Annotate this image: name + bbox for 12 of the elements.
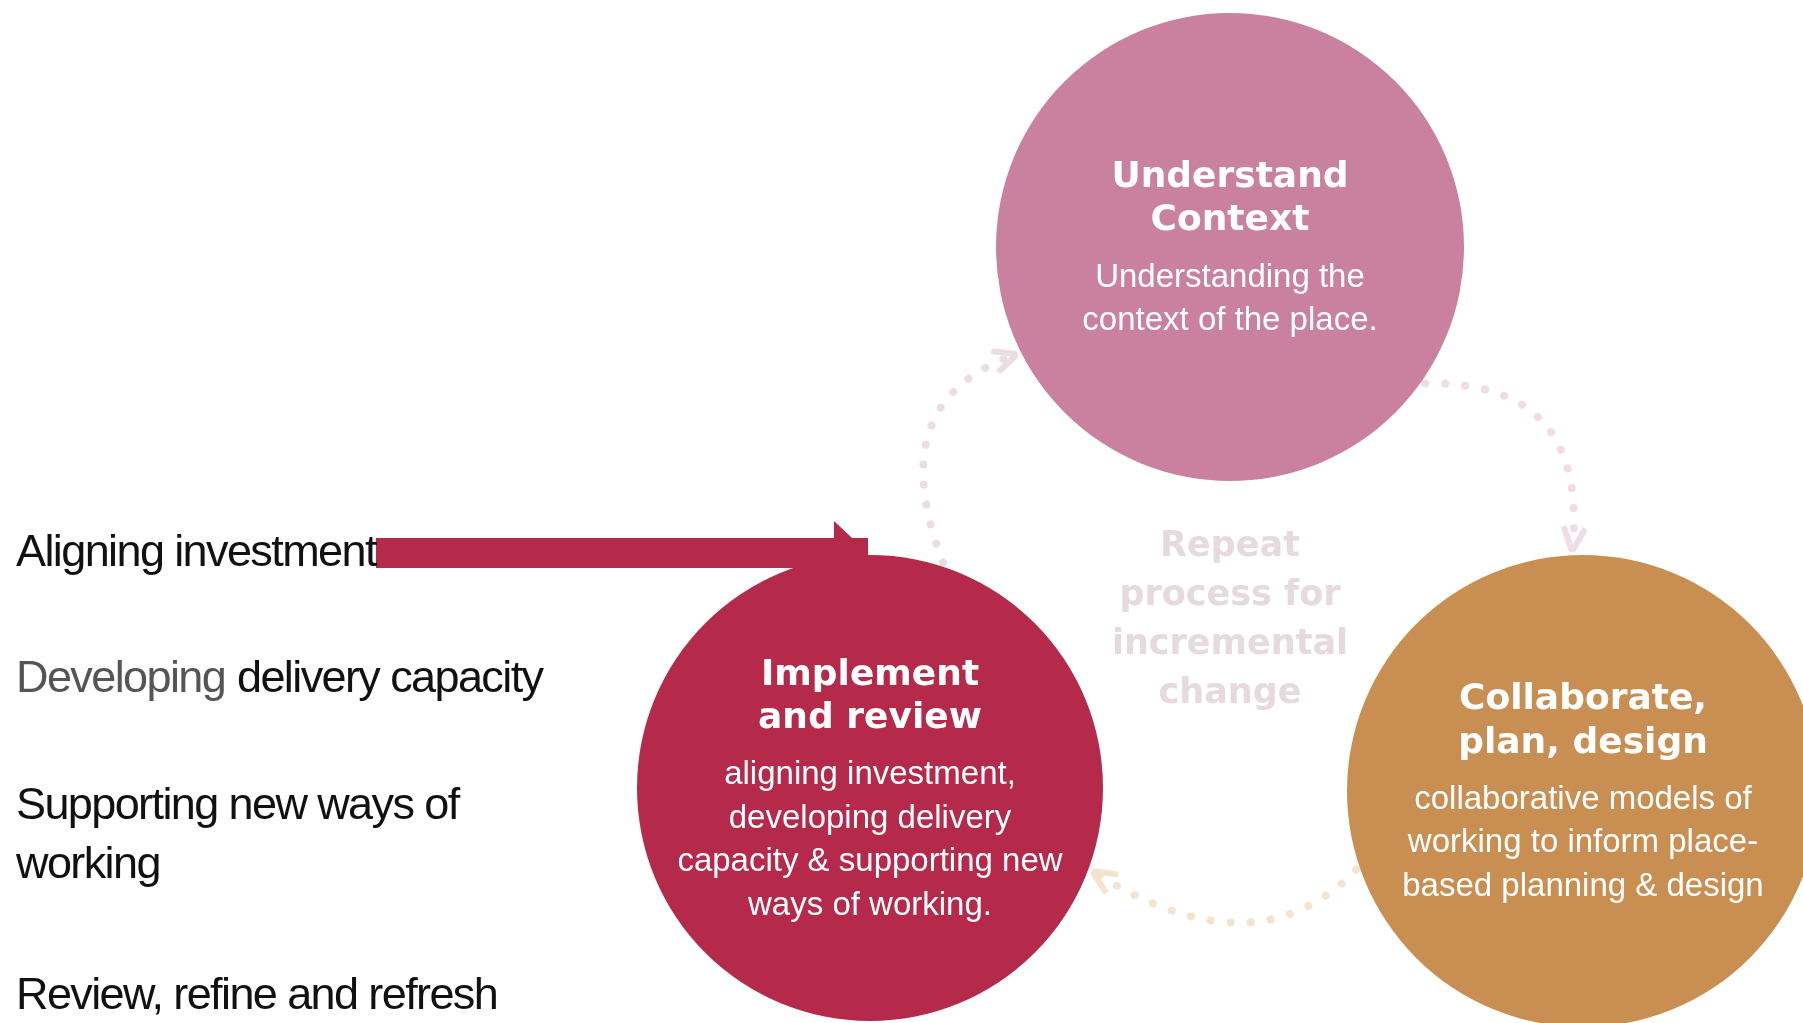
list-item-text: Review, refine and refresh	[16, 967, 499, 1021]
stage-description: collaborative models of working to inform place-based planning & design	[1401, 777, 1765, 905]
list-item-text: Aligning investment	[16, 522, 376, 584]
stage-description: Understanding the context of the place.	[1081, 255, 1379, 340]
stage-title: Collaborate, plan, design	[1457, 675, 1709, 762]
stage-title: Implement and review	[757, 650, 983, 738]
list-item-text: Supporting new ways of working	[16, 777, 461, 890]
list-item-text: delivery capacity	[237, 650, 543, 704]
list-item-text: Developing	[16, 650, 226, 704]
stage-title: Understand Context	[1110, 153, 1350, 240]
dotted-arrow	[1088, 865, 1361, 927]
stage-description: aligning investment, developing delivery capacity & supporting new ways of working.	[676, 753, 1064, 924]
